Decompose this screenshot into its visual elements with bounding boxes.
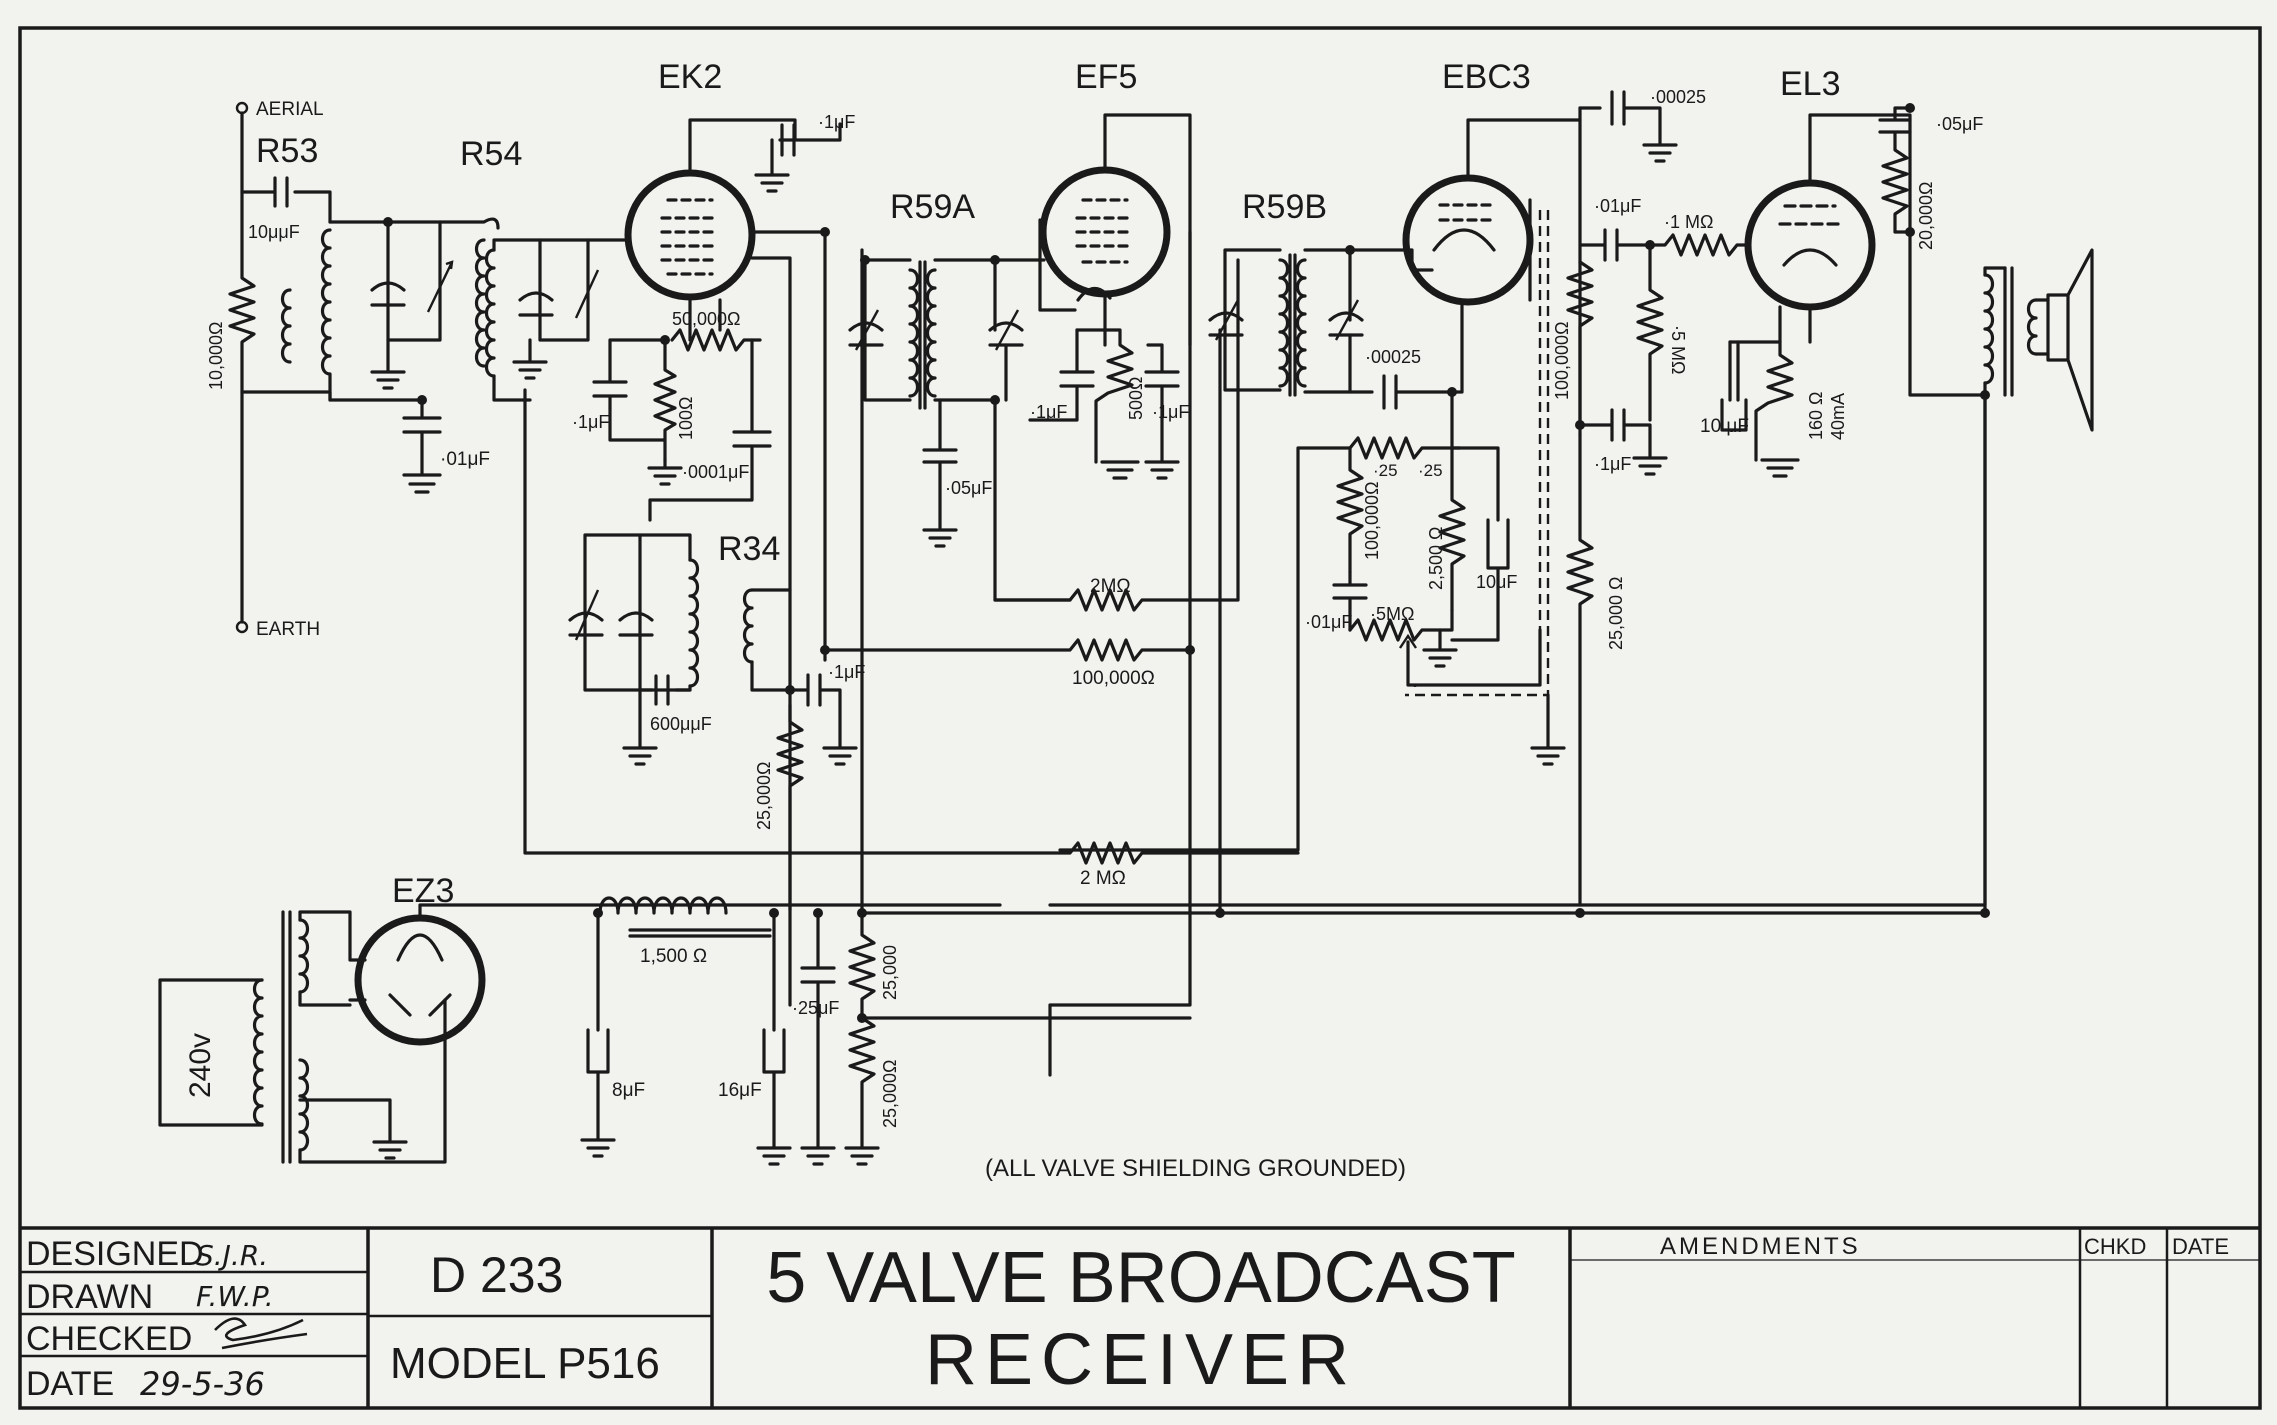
- title-block: DESIGNED S.J.R. DRAWN F.W.P. CHECKED DAT…: [20, 1228, 2260, 1408]
- c-8uf-label: 8μF: [612, 1080, 645, 1101]
- c-01-el3-label: ·01μF: [1594, 196, 1641, 216]
- ebc3-section: R59B EBC3 ·00025 ·00025 ·25 ·25 100,000Ω…: [1058, 58, 1706, 852]
- date-label: DATE: [26, 1365, 114, 1403]
- c-00025-b-label: ·00025: [1365, 347, 1421, 367]
- drawn-value: F.W.P.: [196, 1280, 274, 1313]
- c-0001-label: ·0001μF: [682, 462, 749, 482]
- el3-section: EL3 ·01μF ·1 MΩ 100,000Ω ·5 MΩ ·1μF 25,0…: [1048, 65, 2094, 907]
- choke-label: 1,500 Ω: [640, 946, 707, 967]
- c-10uf-b-label: 10 μF: [1700, 416, 1749, 437]
- c-10uuf-label: 10μμF: [248, 222, 300, 242]
- r-5meg-label: ·5 MΩ: [1668, 325, 1688, 374]
- r-25000-d-label: 25,000Ω: [880, 1059, 900, 1128]
- r-2meg-b-label: 2 MΩ: [1080, 868, 1126, 889]
- date-value: 29-5-36: [140, 1365, 265, 1403]
- oscillator-section: R34 600μμF ·1μF 25,000Ω: [568, 530, 865, 912]
- r54-label: R54: [460, 135, 522, 173]
- c-1-r34-label: ·1μF: [828, 662, 865, 682]
- model-number: MODEL P516: [390, 1339, 660, 1388]
- r34-label: R34: [718, 530, 780, 568]
- ek2-label: EK2: [658, 58, 722, 96]
- c-05-ef5-label: ·05μF: [945, 478, 992, 498]
- aerial-label: AERIAL: [256, 99, 324, 120]
- r-100000-c-label: 100,000Ω: [1552, 321, 1572, 400]
- checked-label: CHECKED: [26, 1320, 192, 1358]
- r53-label: R53: [256, 132, 318, 170]
- c-1-left-label: ·1μF: [572, 412, 609, 432]
- drawing-number: D 233: [430, 1247, 563, 1303]
- c-25uf-label: ·25μF: [792, 998, 839, 1018]
- r-20000-label: 20,000Ω: [1916, 181, 1936, 250]
- c-00025-a-label: ·00025: [1650, 87, 1706, 107]
- c-05-out-label: ·05μF: [1936, 114, 1983, 134]
- amendments-label: AMENDMENTS: [1660, 1233, 1861, 1260]
- chkd-label: CHKD: [2084, 1234, 2146, 1259]
- ef5-label: EF5: [1075, 58, 1137, 96]
- r-2500-label: 2,500 Ω: [1426, 526, 1446, 590]
- c-1uf-ek2-label: ·1μF: [818, 112, 855, 132]
- ebc3-label: EBC3: [1442, 58, 1531, 96]
- c-1-ef5b-label: ·1μF: [1152, 402, 1189, 422]
- power-supply-section: EZ3 240v 1,500 Ω 8μF 16μF ·25μF 25,000 2…: [158, 248, 1990, 1182]
- designed-label: DESIGNED: [26, 1235, 204, 1273]
- r-25000-b-label: 25,000 Ω: [1606, 576, 1626, 650]
- r-100000-b-label: 100,000Ω: [1362, 481, 1382, 560]
- r-160-label: 160 Ω: [1806, 392, 1826, 441]
- r59a-label: R59A: [890, 188, 975, 226]
- title-line-1: 5 VALVE BROADCAST: [766, 1238, 1516, 1318]
- r-5meg-vol-label: ·5MΩ: [1370, 604, 1414, 624]
- c-16uf-label: 16μF: [718, 1080, 762, 1101]
- date-col-label: DATE: [2172, 1234, 2229, 1259]
- aerial-input-section: AERIAL EARTH R53 R54 10μμF 10,000Ω ·01μF: [206, 99, 522, 640]
- r-2meg-a-label: 2MΩ: [1090, 576, 1131, 597]
- earth-label: EARTH: [256, 619, 320, 640]
- shield-note: (ALL VALVE SHIELDING GROUNDED): [985, 1155, 1406, 1182]
- checked-signature: [214, 1317, 308, 1350]
- c-10uf-a-label: 10μF: [1476, 572, 1517, 592]
- designed-value: S.J.R.: [196, 1239, 268, 1272]
- c-1-el3-label: ·1μF: [1594, 454, 1631, 474]
- r-25-b-label: ·25: [1418, 461, 1443, 480]
- title-line-2: RECEIVER: [925, 1320, 1357, 1400]
- ek2-section: EK2 ·1μF 50,000Ω 100Ω ·1μF ·0001μF: [474, 58, 855, 1007]
- r-25-a-label: ·25: [1373, 461, 1398, 480]
- el3-label: EL3: [1780, 65, 1841, 103]
- r59b-label: R59B: [1242, 188, 1327, 226]
- r-500-label: 500Ω: [1126, 377, 1146, 421]
- r-100-label: 100Ω: [676, 397, 696, 441]
- r-25000-c-label: 25,000: [880, 945, 900, 1000]
- mains-label: 240v: [184, 1033, 217, 1098]
- r-10000-label: 10,000Ω: [206, 321, 226, 390]
- i-40ma-label: 40mA: [1828, 393, 1848, 440]
- drawing-border: [18, 26, 2262, 1410]
- c-01-a-label: ·01μF: [440, 449, 490, 470]
- c-600uuf-label: 600μμF: [650, 714, 712, 734]
- c-1-ef5-label: ·1μF: [1030, 402, 1067, 422]
- r-50000-label: 50,000Ω: [672, 309, 741, 329]
- r-25000-a-label: 25,000Ω: [754, 761, 774, 830]
- ef5-section: R59A EF5 ·05μF ·1μF 500Ω ·1μF 2MΩ 100,00…: [820, 58, 1240, 1077]
- r-1meg-label: ·1 MΩ: [1664, 212, 1713, 232]
- r-100000-a-label: 100,000Ω: [1072, 668, 1155, 689]
- drawn-label: DRAWN: [26, 1278, 153, 1316]
- c-01-b-label: ·01μF: [1305, 612, 1352, 632]
